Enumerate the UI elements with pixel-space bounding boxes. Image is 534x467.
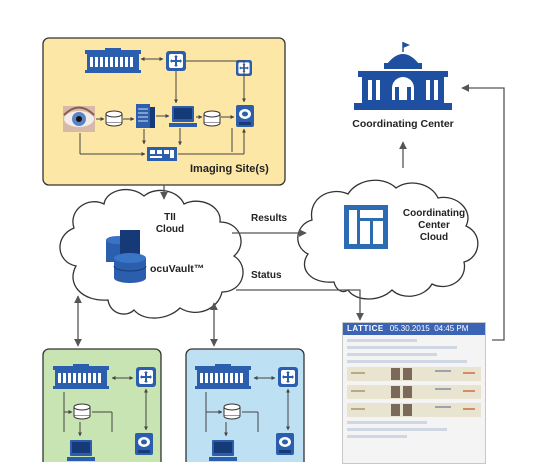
lattice-dashboard-thumbnail: LATTICE 05.30.2015 04:45 PM <box>342 322 486 464</box>
disc-viewer-icon <box>276 433 294 455</box>
eye-image <box>63 106 95 132</box>
database-stack-icon <box>106 230 147 283</box>
status-label: Status <box>251 270 282 281</box>
coordinating-center-label: Coordinating Center <box>352 118 454 130</box>
ocuvault-label: ocuVault™ <box>150 263 205 275</box>
disc-viewer-icon <box>236 105 254 127</box>
storage-cylinder-icon <box>105 110 123 127</box>
network-switch-icon <box>135 366 157 388</box>
disc-viewer-icon <box>135 433 153 455</box>
workstation-computer-icon <box>67 440 95 461</box>
workstation-computer-icon <box>209 440 237 461</box>
storage-cylinder-icon <box>73 403 91 420</box>
server-icon <box>135 103 156 129</box>
dashboard-row <box>347 403 481 417</box>
dashboard-time: 04:45 PM <box>434 324 469 333</box>
storage-cylinder-icon <box>223 403 241 420</box>
dashboard-row <box>347 385 481 399</box>
hospital-building-icon <box>53 364 109 389</box>
dashboard-to-center-arrow <box>461 84 505 341</box>
hospital-building-icon <box>195 364 251 389</box>
cc-cloud-label: Coordinating Center Cloud <box>402 208 466 243</box>
tii-cloud-shape <box>59 188 244 319</box>
dashboard-row <box>347 367 481 381</box>
workstation-computer-icon <box>169 106 197 127</box>
hospital-building-icon <box>85 48 141 73</box>
dashboard-date: 05.30.2015 <box>389 324 430 333</box>
dashboard-header: LATTICE 05.30.2015 04:45 PM <box>343 323 485 335</box>
network-switch-icon <box>165 50 187 72</box>
dashboard-brand: LATTICE <box>347 324 384 333</box>
tii-cloud-label: TII Cloud <box>155 212 185 235</box>
storage-cylinder-icon <box>203 110 221 127</box>
dashboard-layout-icon <box>344 205 388 249</box>
imaging-sites-label: Imaging Site(s) <box>190 163 269 175</box>
network-switch-icon <box>277 366 299 388</box>
results-label: Results <box>251 213 288 224</box>
status-arrow <box>236 289 364 321</box>
network-hub-icon <box>147 147 177 161</box>
